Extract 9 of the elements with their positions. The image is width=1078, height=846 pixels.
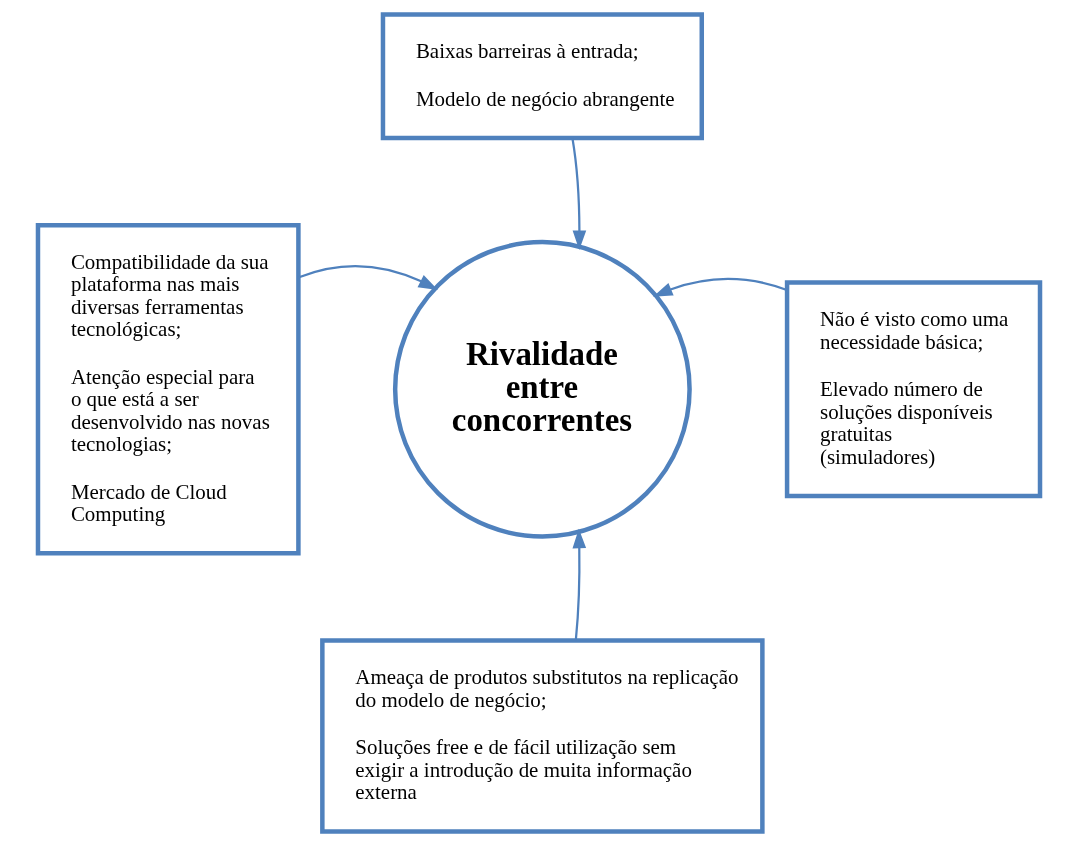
node-circle: Rivalidade entre concorrentes — [392, 239, 692, 539]
node-box: Baixas barreiras à entrada; Modelo de negócio abrangente — [380, 12, 704, 141]
arrow — [571, 138, 587, 250]
node-box: Ameaça de produtos substitutos na replicação do modelo de negócio; Soluções free e de fácil utilização sem exigir a introdução de muita informação externa — [320, 638, 765, 834]
node-box: Não é visto como uma necessidade básica; Elevado número de soluções disponíveis gratuitas (simuladores) — [784, 280, 1043, 499]
arrow — [572, 528, 587, 641]
arrow — [298, 265, 438, 290]
arrow — [653, 277, 788, 297]
node-box: Compatibilidade da sua plataforma nas mais diversas ferramentas tecnológicas; Atenção especial para o que está a ser desenvolvido nas novas tecnologias; Mercado de Cloud Computing — [35, 223, 301, 556]
